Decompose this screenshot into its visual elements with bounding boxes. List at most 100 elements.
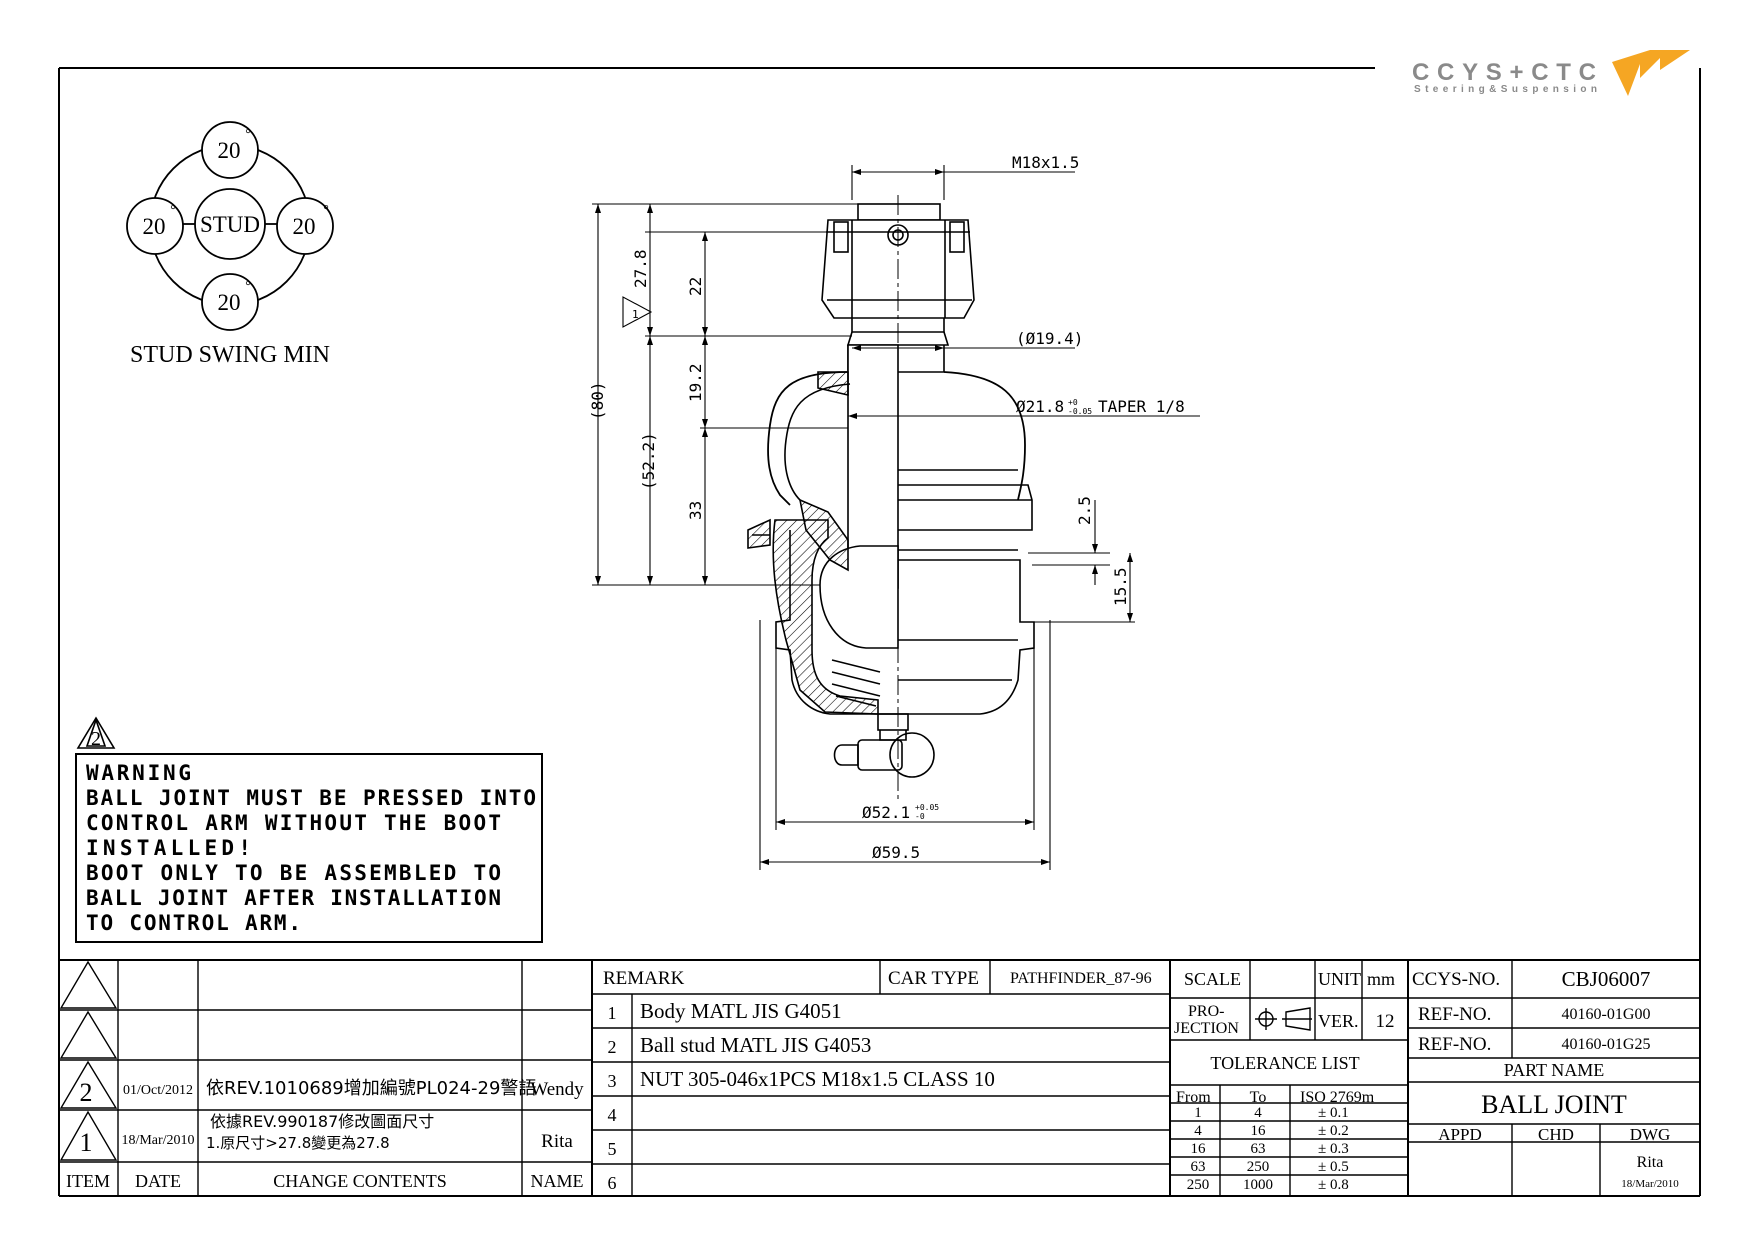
remark-text-2: Ball stud MATL JIS G4053 [640, 1033, 872, 1057]
swing-left: 20 [143, 214, 166, 239]
car-type-value: PATHFINDER_87-96 [1010, 970, 1152, 987]
dim-52-2: (52.2) [639, 432, 658, 490]
tol-val-2: ± 0.3 [1318, 1141, 1349, 1157]
unit-value: mm [1367, 969, 1396, 989]
tol-val-3: ± 0.5 [1318, 1159, 1349, 1175]
ccys-number: CBJ06007 [1561, 967, 1651, 991]
dim-33: 33 [686, 501, 705, 520]
tol-to-0: 4 [1254, 1105, 1262, 1121]
dim-dia-19-4: (Ø19.4) [1016, 329, 1083, 348]
scale-label: SCALE [1184, 969, 1242, 989]
tol-from-1: 4 [1194, 1123, 1202, 1139]
tol-to-3: 250 [1246, 1159, 1270, 1175]
remark-text-3: NUT 305-046x1PCS M18x1.5 CLASS 10 [640, 1067, 995, 1091]
tol-header-from: From [1176, 1089, 1211, 1106]
tol-to-4: 1000 [1243, 1177, 1273, 1193]
swing-caption: STUD SWING MIN [130, 342, 330, 368]
dim-dia-52-1: Ø52.1 [862, 803, 910, 822]
swing-deg-top: ° [245, 127, 251, 142]
tolerance-title: TOLERANCE LIST [1210, 1053, 1360, 1073]
rev-change-1b: 1.原尺寸>27.8變更為27.8 [206, 1134, 390, 1152]
dim-15-5: 15.5 [1111, 567, 1130, 606]
remark-header: REMARK [603, 968, 685, 989]
warning-line-4: BOOT ONLY TO BE ASSEMBLED TO [86, 861, 501, 885]
warning-line-3: INSTALLED! [86, 836, 251, 860]
tol-from-0: 1 [1194, 1105, 1202, 1121]
ccys-label: CCYS-NO. [1412, 969, 1501, 990]
dim-taper: TAPER 1/8 [1098, 397, 1185, 416]
ref-label-1: REF-NO. [1418, 1004, 1492, 1025]
warning-line-1: BALL JOINT MUST BE PRESSED INTO [86, 786, 536, 810]
swing-deg-bottom: ° [245, 279, 251, 294]
title-block-grid [59, 959, 1700, 1196]
dim-dia-21-8-tol-up: +0 [1068, 398, 1078, 407]
tol-from-4: 250 [1186, 1177, 1210, 1193]
stud-swing-labels: STUD 20 20 20 20 ° ° ° ° STUD SWING MIN [130, 127, 330, 368]
dim-dia-21-8: Ø21.8 [1016, 397, 1064, 416]
dim-2-5: 2.5 [1075, 496, 1094, 525]
rev-name-1: Rita [541, 1131, 573, 1152]
ref-label-2: REF-NO. [1418, 1034, 1492, 1055]
warning-line-6: TO CONTROL ARM. [86, 911, 301, 935]
tol-from-3: 63 [1190, 1159, 1206, 1175]
chd-label: CHD [1538, 1125, 1574, 1144]
swing-top: 20 [218, 138, 241, 163]
dim-dia-59-5: Ø59.5 [872, 843, 920, 862]
dim-19-2: 19.2 [686, 363, 705, 402]
swing-deg-right: ° [323, 203, 329, 218]
dwg-date: 18/Mar/2010 [1621, 1178, 1679, 1190]
rev-item-2: 2 [79, 1078, 93, 1107]
rev-date-1: 18/Mar/2010 [121, 1133, 195, 1148]
dimension-lines [592, 165, 1200, 870]
sheet-border [58, 67, 1701, 1197]
rev-change-2: 依REV.1010689增加編號PL024-29警語 [206, 1078, 537, 1099]
remark-no-1: 1 [607, 1003, 617, 1023]
projection-label-1: PRO- [1188, 1003, 1225, 1020]
dim-80: (80) [588, 381, 607, 420]
stud-swing-diagram [126, 121, 334, 331]
ref-number-2: 40160-01G25 [1561, 1036, 1651, 1053]
ref-number-1: 40160-01G00 [1561, 1006, 1651, 1023]
rev-item-1: 1 [79, 1128, 93, 1157]
tol-to-2: 63 [1250, 1141, 1266, 1157]
part-name-label: PART NAME [1503, 1060, 1605, 1080]
tol-val-0: ± 0.1 [1318, 1105, 1349, 1121]
remark-no-3: 3 [607, 1071, 617, 1091]
tol-header-to: To [1249, 1089, 1267, 1106]
tol-from-2: 16 [1190, 1141, 1206, 1157]
remark-text-1: Body MATL JIS G4051 [640, 999, 842, 1023]
warning-line-5: BALL JOINT AFTER INSTALLATION [86, 886, 501, 910]
logo-brand: CCYS+CTC [1412, 59, 1602, 86]
swing-deg-left: ° [170, 203, 176, 218]
dim-27-8: 27.8 [631, 249, 650, 288]
brand-logo: CCYS+CTC Steering&Suspension [1412, 50, 1690, 96]
ver-label: VER. [1318, 1011, 1359, 1031]
part-name: BALL JOINT [1481, 1090, 1627, 1119]
remark-no-4: 4 [607, 1105, 617, 1125]
projection-label-2: JECTION [1174, 1020, 1239, 1037]
dimension-texts: M18x1.5 27.8 22 (80) 19.2 (52.2) 33 (Ø19… [588, 153, 1185, 862]
dwg-label: DWG [1629, 1125, 1671, 1144]
car-type-label: CAR TYPE [888, 968, 979, 989]
warning-rev-mark: 2 [91, 728, 101, 750]
remark-no-5: 5 [607, 1139, 617, 1159]
dim-thread: M18x1.5 [1012, 153, 1079, 172]
tol-val-4: ± 0.8 [1318, 1177, 1349, 1193]
rev-header-item: ITEM [66, 1171, 110, 1191]
ball-joint-drawing [747, 203, 1035, 778]
dim-dia-52-1-tol-dn: -0 [915, 812, 925, 821]
ver-value: 12 [1375, 1011, 1395, 1032]
dwg-name: Rita [1636, 1154, 1664, 1171]
remark-no-6: 6 [607, 1173, 617, 1193]
rev-change-1: 依據REV.990187修改圖面尺寸 [210, 1112, 435, 1131]
swing-bottom: 20 [218, 290, 241, 315]
dim-22: 22 [686, 277, 705, 296]
tol-header-iso: ISO 2769m [1300, 1089, 1375, 1106]
rev-date-2: 01/Oct/2012 [123, 1083, 193, 1098]
warning-line-0: WARNING [86, 761, 191, 785]
remark-no-2: 2 [607, 1037, 617, 1057]
dim-dia-21-8-tol-dn: -0.05 [1068, 407, 1092, 416]
logo-tagline: Steering&Suspension [1414, 84, 1600, 95]
rev-name-2: Wendy [530, 1079, 584, 1100]
